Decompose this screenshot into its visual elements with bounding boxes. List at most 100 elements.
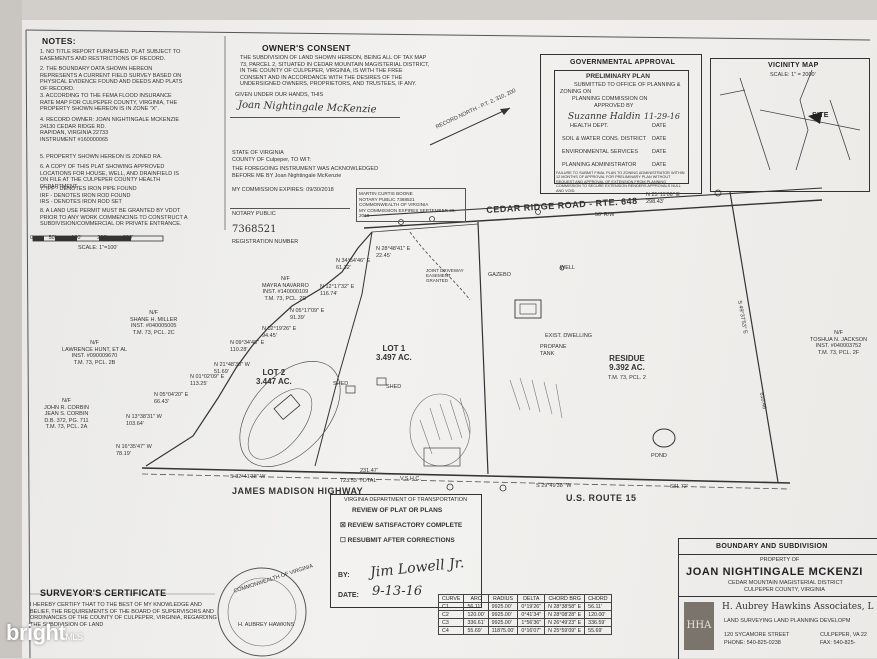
shed-label-2: SHED — [386, 384, 402, 390]
bearing-4: N 05°17'09" E 91.39' — [290, 308, 325, 321]
site-marker — [808, 112, 822, 124]
note-3: 3. ACCORDING TO THE FEMA FLOOD INSURANCE… — [40, 93, 178, 112]
bearing-8: N 01°02'09" E 113.25' — [190, 374, 225, 387]
title-block — [678, 538, 877, 659]
gov-line-3: PLANNING COMMISSION ON — [572, 96, 648, 102]
pond-label: POND — [651, 453, 667, 459]
firm-address: 120 SYCAMORE STREET — [724, 632, 790, 638]
notary-state: STATE OF VIRGINIA COUNTY OF Culpeper, TO… — [232, 150, 311, 163]
easement-label: JOINT DRIVEWAY EASEMENT GRANTED — [426, 268, 464, 283]
preliminary-plan-box — [554, 70, 689, 184]
lot2-west-boundary — [145, 231, 373, 467]
gov-field-env: ENVIRONMENTAL SERVICES — [562, 149, 638, 155]
owners-consent-title: OWNER'S CONSENT — [262, 43, 351, 53]
vdot-title: VIRGINIA DEPARTMENT OF TRANSPORTATION — [344, 497, 468, 503]
bearing-6: N 09°34'48" E 110.28' — [230, 340, 265, 353]
us-route-15-label: U.S. ROUTE 15 — [566, 493, 637, 503]
gazebo-label: GAZEBO — [488, 272, 511, 278]
bearing-10: N 13°38'31" W 103.64' — [126, 414, 162, 427]
gov-field-date-2: DATE — [652, 136, 667, 142]
adjoiner-corbin: N/F JOHN R. CORBIN JEAN S. CORBIN D.B. 3… — [44, 398, 89, 430]
vdot-stamp-box — [330, 494, 482, 608]
bearing-11: N 16°35'47" W 78.19' — [116, 444, 152, 457]
lot-division-line — [314, 231, 373, 467]
firm-phone: PHONE: 540-825-0238 — [724, 640, 781, 646]
adjoiner-miller: N/F SHANE H. MILLER INST. #040005005 T.M… — [130, 310, 178, 336]
notary-label: NOTARY PUBLIC — [232, 211, 276, 217]
adjoiner-navarro: N/F MAYRA NAVARRO INST. #140000109 T.M. … — [262, 276, 309, 302]
note-5: 5. PROPERTY SHOWN HEREON IS ZONED RA. — [40, 154, 163, 160]
scale-ticks: 0 50' 100' 200' 300' — [30, 234, 134, 241]
firm-city: CULPEPER, VA 22 — [820, 632, 867, 638]
firm-services: LAND SURVEYING LAND PLANNING DEVELOPM — [724, 618, 851, 624]
bearing-2: N 34°54'46" E 61.32' — [336, 258, 371, 271]
bearing-16: 631.72' — [670, 484, 688, 490]
title-county: CULPEPER COUNTY, VIRGINIA — [744, 587, 825, 593]
notary-text: THE FOREGOING INSTRUMENT WAS ACKNOWLEDGE… — [232, 166, 379, 179]
note-2: 2. THE BOUNDARY DATA SHOWN HEREON REPRES… — [40, 66, 183, 92]
adjoiner-hunt: N/F LAWRENCE HUNT, ET AL INST. #09000967… — [62, 340, 128, 366]
surveyor-seal-name: H. AUBREY HAWKINS — [238, 622, 295, 628]
bright-mls-watermark: brightMLS — [6, 620, 83, 645]
bearing-3: N 12°17'32" E 116.74' — [320, 284, 355, 297]
notary-seal: MARTIN CURTIS BOONE NOTARY PUBLIC 736852… — [356, 188, 466, 222]
adjoiner-jackson: N/F TOSHUA N. JACKSON INST. #040003752 T… — [810, 330, 868, 356]
firm-logo: HHA — [684, 602, 714, 650]
bearing-7: N 21°48'30" W 51.69' — [214, 362, 250, 375]
checkbox-empty-icon: ☐ — [340, 537, 346, 544]
registration-number: 7368521 — [232, 224, 277, 235]
lot1-east-boundary — [477, 221, 489, 475]
bearing-12: S 32°41'38" W — [230, 474, 266, 480]
james-madison-label: JAMES MADISON HIGHWAY — [232, 486, 364, 496]
gov-field-planning: PLANNING ADMINISTRATOR — [562, 162, 637, 168]
gov-field-date-4: DATE — [652, 162, 667, 168]
title-district: CEDAR MOUNTAIN MAGISTERIAL DISTRICT — [728, 580, 843, 586]
cedar-ridge-road-row — [363, 199, 823, 229]
bearing-13: 723.53' TOTAL — [340, 478, 377, 484]
pond-outline — [652, 428, 676, 448]
surveyor-seal-ring — [217, 567, 307, 657]
vdot-date-label: DATE: — [338, 592, 359, 599]
cedar-ridge-road-edge — [363, 187, 823, 217]
governmental-approval-title: GOVERNMENTAL APPROVAL — [570, 59, 676, 66]
vshc-label: V.S.H.C. — [400, 476, 421, 482]
scale-label: SCALE: 1"=100' — [78, 245, 118, 251]
cedar-ridge-row: 50' R/W — [595, 212, 615, 218]
note-8: 8. A LAND USE PERMIT MUST BE GRANTED BY … — [40, 208, 188, 227]
bearing-5: N 02°19'26" E 94.45' — [262, 326, 297, 339]
propane-label: PROPANE TANK — [540, 344, 567, 357]
vicinity-map-scale: SCALE: 1" = 2000' — [770, 72, 816, 78]
checkbox-checked-icon: ☒ — [340, 522, 346, 529]
gov-field-date-3: DATE — [652, 149, 667, 155]
vicinity-map-title: VICINITY MAP — [768, 62, 819, 69]
title-owner: JOAN NIGHTINGALE MCKENZI — [686, 566, 863, 578]
vdot-subtitle: REVIEW OF PLAT OR PLANS — [352, 507, 443, 514]
bearing-9: N 05°04'20" E 66.43' — [154, 392, 189, 405]
signature-line — [230, 117, 400, 118]
gov-field-date-1: DATE — [652, 123, 667, 129]
note-1: 1. NO TITLE REPORT FURNISHED. PLAT SUBJE… — [40, 49, 181, 62]
title-property-of: PROPERTY OF — [760, 557, 800, 563]
bearing-1: N 28°48'41" E 22.45' — [376, 246, 411, 259]
paper-left-edge — [0, 0, 22, 658]
note-6: 6. A COPY OF THIS PLAT SHOWING APPROVED … — [40, 164, 179, 190]
shed-label-1: SHED — [333, 381, 349, 387]
well-label: WELL — [560, 265, 575, 271]
dwelling-outline — [514, 299, 542, 319]
gov-line-2: ZONING ON — [560, 89, 592, 95]
dwelling-label: EXIST. DWELLING — [545, 333, 593, 339]
paper-top-edge — [0, 0, 877, 20]
residue-east-boundary — [729, 191, 779, 483]
surveyor-text: I HEREBY CERTIFY THAT TO THE BEST OF MY … — [30, 602, 217, 628]
surveyor-title: SURVEYOR'S CERTIFICATE — [40, 588, 167, 598]
